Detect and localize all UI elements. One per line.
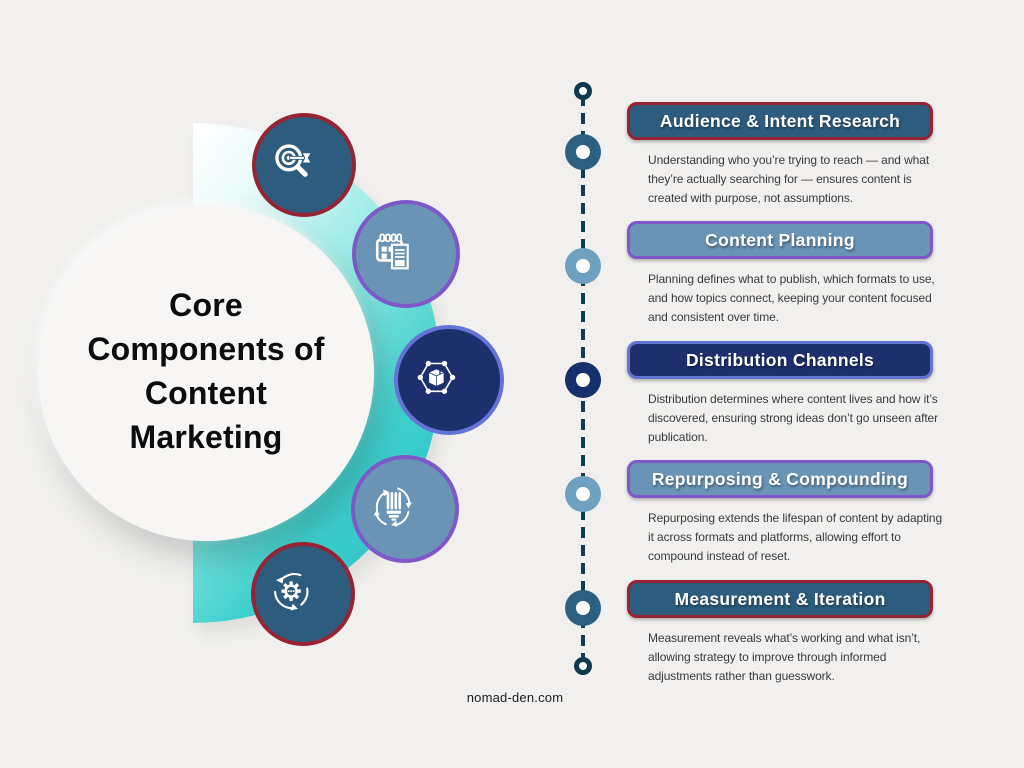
badge-measurement: [251, 542, 355, 646]
package-network-icon: [414, 355, 484, 405]
section-description: Distribution determines where content li…: [648, 392, 939, 444]
section-description: Measurement reveals what’s working and w…: [648, 631, 921, 683]
section-measurement: Measurement & Iteration Measurement reve…: [627, 580, 935, 686]
section-repurposing: Repurposing & Compounding Repurposing ex…: [627, 460, 942, 566]
section-audience-research: Audience & Intent Research Understanding…: [627, 102, 935, 208]
timeline-node-4: [565, 476, 601, 512]
hero-circle: [38, 205, 374, 541]
bulb-recycle-icon: [371, 485, 439, 534]
badge-distribution-channels: [394, 325, 504, 435]
badge-content-planning: [352, 200, 460, 308]
section-title-pill: Repurposing & Compounding: [627, 460, 933, 498]
calendar-document-icon: [372, 230, 440, 279]
timeline-end-ring-top: [574, 82, 592, 100]
section-title-pill: Audience & Intent Research: [627, 102, 933, 140]
section-title-pill: Measurement & Iteration: [627, 580, 933, 618]
badge-repurposing: [351, 455, 459, 563]
timeline-end-ring-bottom: [574, 657, 592, 675]
badge-audience-research: [252, 113, 356, 217]
page-title: Core Components of Content Marketing: [87, 287, 325, 456]
section-description: Planning defines what to publish, which …: [648, 272, 935, 324]
gear-cycle-icon: [270, 570, 336, 617]
section-distribution-channels: Distribution Channels Distribution deter…: [627, 341, 938, 447]
timeline-node-1: [565, 134, 601, 170]
website-credit: nomad-den.com: [466, 690, 564, 705]
section-title-pill: Content Planning: [627, 221, 933, 259]
section-title-pill: Distribution Channels: [627, 341, 933, 379]
target-magnifier-icon: [271, 141, 337, 188]
section-description: Understanding who you’re trying to reach…: [648, 153, 930, 205]
timeline-node-3: [565, 362, 601, 398]
timeline-node-5: [565, 590, 601, 626]
section-content-planning: Content Planning Planning defines what t…: [627, 221, 935, 327]
timeline-node-2: [565, 248, 601, 284]
section-description: Repurposing extends the lifespan of cont…: [648, 511, 943, 563]
